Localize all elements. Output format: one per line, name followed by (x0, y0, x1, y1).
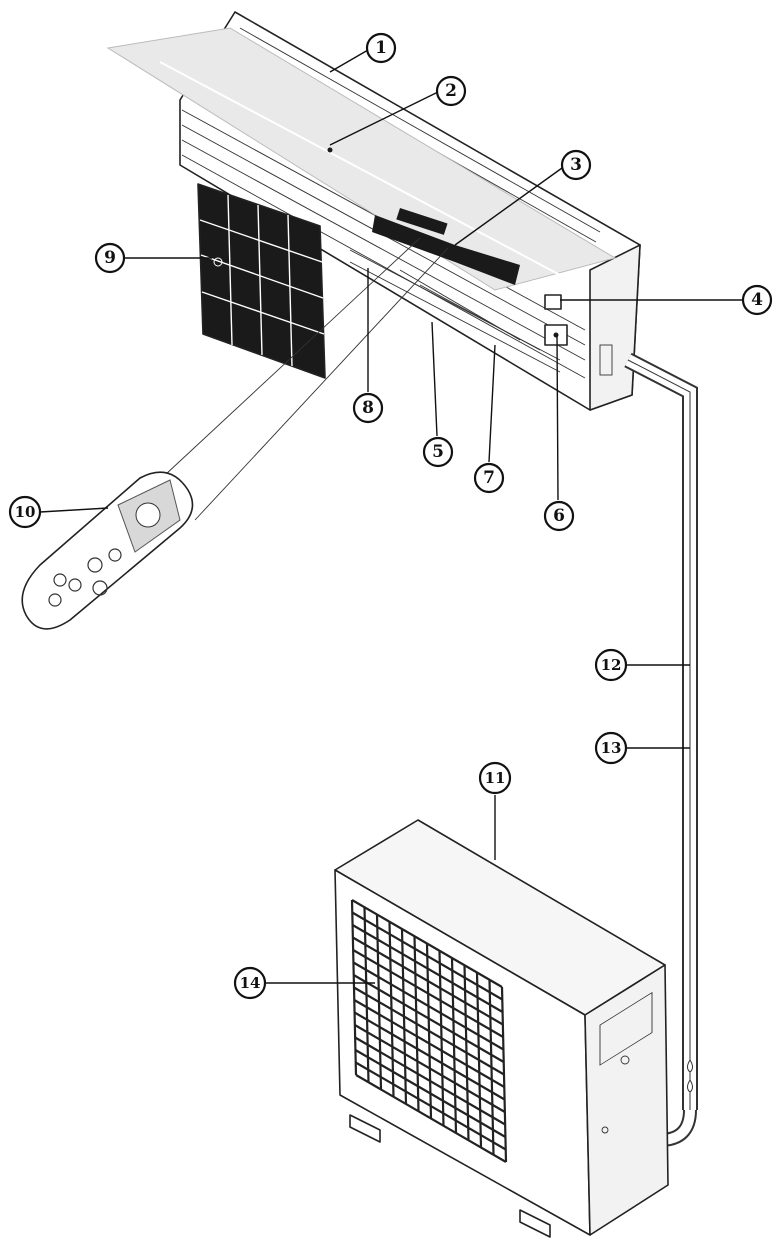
grille-bar-horizontal (354, 1036, 506, 1126)
grille-bar-horizontal (352, 936, 504, 1026)
callout-1-label: 1 (375, 38, 387, 58)
grille-bar-horizontal (352, 949, 504, 1038)
callout-8: 8 (352, 392, 384, 424)
grille-bar-horizontal (353, 999, 505, 1088)
grille-bar-horizontal (355, 1074, 507, 1163)
callout-9-label: 9 (104, 248, 116, 268)
remote-sight-lines (164, 237, 449, 521)
leader-lines (39, 49, 742, 984)
callout-14: 14 (233, 966, 267, 1000)
callout-13: 13 (594, 731, 628, 765)
callout-12-label: 12 (601, 656, 622, 674)
callout-2: 2 (435, 75, 467, 107)
grille-bar-horizontal (354, 1024, 506, 1113)
grille-bar-horizontal (352, 924, 504, 1013)
callout-2-label: 2 (445, 81, 457, 101)
fan-grille (350, 899, 508, 1163)
air-filter (197, 183, 326, 379)
callout-7-label: 7 (483, 468, 495, 488)
callout-9: 9 (94, 242, 126, 274)
callout-10-label: 10 (15, 503, 36, 521)
manual-button (544, 294, 562, 310)
grille-bar-horizontal (355, 1061, 507, 1151)
callout-11-label: 11 (485, 769, 506, 787)
callout-5-label: 5 (432, 442, 444, 462)
front-panel (106, 27, 617, 291)
callout-14-label: 14 (240, 974, 261, 992)
grille-bar-horizontal (351, 899, 503, 988)
callout-4-label: 4 (751, 290, 763, 310)
callout-12: 12 (594, 648, 628, 682)
grille-bar-horizontal (354, 1011, 506, 1101)
grille-bar-horizontal (353, 986, 505, 1076)
callout-13-label: 13 (601, 739, 622, 757)
grille-bar-horizontal (351, 911, 503, 1001)
callout-4: 4 (741, 284, 773, 316)
remote-control (21, 471, 194, 630)
outdoor-unit (334, 819, 669, 1238)
callout-1: 1 (365, 32, 397, 64)
grille-bar-horizontal (352, 961, 504, 1051)
callout-5: 5 (422, 436, 454, 468)
grille-bar-horizontal (353, 974, 505, 1063)
callout-11: 11 (478, 761, 512, 795)
louvers (349, 249, 561, 373)
callout-3-label: 3 (570, 155, 582, 175)
callout-6: 6 (543, 500, 575, 532)
callout-10: 10 (8, 495, 42, 529)
callout-3: 3 (560, 149, 592, 181)
callout-6-label: 6 (553, 506, 565, 526)
callout-8-label: 8 (362, 398, 374, 418)
callout-7: 7 (473, 462, 505, 494)
grille-bar-horizontal (354, 1049, 506, 1138)
